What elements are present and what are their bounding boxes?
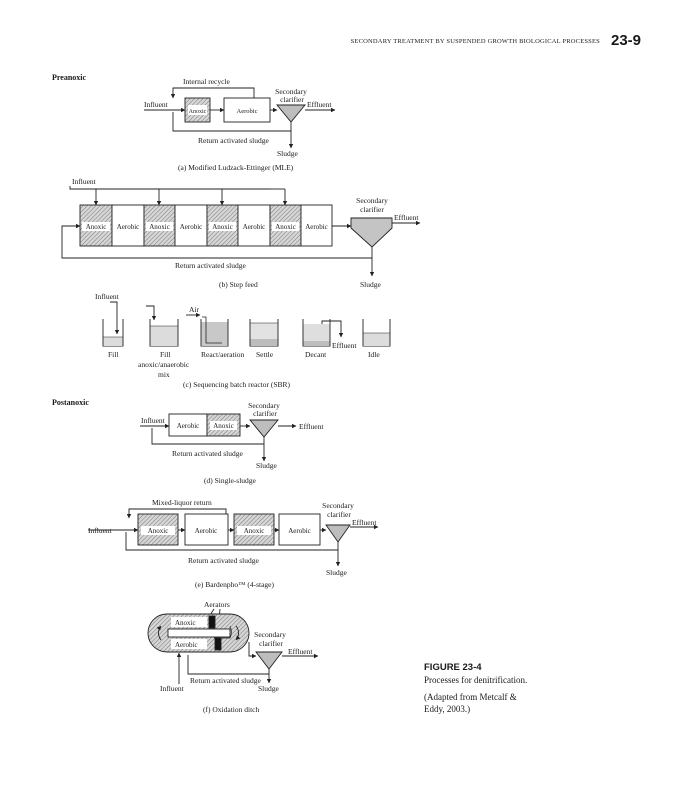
sbr-fill-mix-1: Fill (160, 350, 170, 359)
label-influent: Influent (72, 177, 97, 186)
sbr-decant: Decant (305, 350, 327, 359)
section-preanoxic: Preanoxic (52, 73, 87, 82)
caption-d: (d) Single-sludge (204, 476, 257, 485)
label-effluent: Effluent (307, 100, 332, 109)
label-aerobic-1: Aerobic (117, 223, 140, 231)
label-anoxic: Anoxic (189, 109, 207, 115)
label-aerobic-2: Aerobic (288, 527, 311, 535)
running-header: SECONDARY TREATMENT BY SUSPENDED GROWTH … (350, 38, 600, 45)
figure-source-2: Eddy, 2003.) (424, 704, 471, 714)
label-aerobic-3: Aerobic (243, 223, 266, 231)
figure-source-1: (Adapted from Metcalf & (424, 692, 517, 702)
label-effluent: Effluent (299, 422, 324, 431)
label-effluent: Effluent (394, 213, 419, 222)
label-internal-recycle: Internal recycle (183, 77, 231, 86)
diagram-single-sludge: Influent Aerobic Anoxic Secondary clarif… (140, 401, 324, 485)
label-aerobic-1: Aerobic (195, 527, 218, 535)
label-sludge: Sludge (360, 280, 382, 289)
label-clarifier: clarifier (360, 205, 384, 214)
label-return-sludge: Return activated sludge (188, 556, 259, 565)
label-anoxic-2: Anoxic (149, 223, 170, 231)
label-secondary: Secondary (322, 501, 354, 510)
label-secondary: Secondary (356, 196, 388, 205)
diagram-mle: Internal recycle Influent Anoxic Aerobic… (144, 77, 336, 172)
label-aerators: Aerators (204, 600, 230, 609)
label-anoxic-2: Anoxic (244, 527, 265, 535)
label-anoxic: Anoxic (213, 422, 234, 430)
section-postanoxic: Postanoxic (52, 398, 89, 407)
sbr-fill-mix-2: anoxic/anaerobic (138, 360, 190, 369)
label-anoxic-3: Anoxic (212, 223, 233, 231)
label-clarifier: clarifier (253, 409, 277, 418)
label-effluent: Effluent (332, 341, 357, 350)
label-secondary: Secondary (254, 630, 286, 639)
label-return-sludge: Return activated sludge (198, 136, 269, 145)
label-air: Air (189, 305, 200, 314)
sbr-fill: Fill (108, 350, 118, 359)
label-influent: Influent (144, 100, 169, 109)
label-secondary: Secondary (248, 401, 280, 410)
diagram-bardenpho: Mixed-liquor return Influent Anoxic Aero… (88, 498, 379, 589)
label-anoxic: Anoxic (175, 619, 196, 627)
label-anoxic-4: Anoxic (275, 223, 296, 231)
label-aerobic: Aerobic (237, 108, 258, 115)
label-influent: Influent (88, 526, 113, 535)
diagram-sbr: Influent Fill Fill anoxic/anaerobic mix … (95, 292, 391, 389)
caption-a: (a) Modified Ludzack-Ettinger (MLE) (178, 163, 294, 172)
label-anoxic-1: Anoxic (148, 527, 169, 535)
diagram-step-feed: Influent Anoxic Aerobic Anoxic Aerobic A… (61, 177, 421, 289)
label-influent: Influent (141, 416, 166, 425)
figure-caption: FIGURE 23-4 Processes for denitrificatio… (424, 662, 527, 715)
label-secondary: Secondary (275, 87, 307, 96)
label-sludge: Sludge (258, 684, 280, 693)
label-aerobic-4: Aerobic (305, 223, 328, 231)
figure-number: FIGURE 23-4 (424, 662, 482, 673)
label-return-sludge: Return activated sludge (190, 676, 261, 685)
label-return-sludge: Return activated sludge (175, 261, 246, 270)
label-anoxic-1: Anoxic (86, 223, 107, 231)
label-sludge: Sludge (256, 461, 278, 470)
caption-c: (c) Sequencing batch reactor (SBR) (183, 380, 291, 389)
figure-title: Processes for denitrification. (424, 675, 528, 685)
label-sludge: Sludge (326, 568, 348, 577)
label-clarifier: clarifier (259, 639, 283, 648)
caption-e: (e) Bardenpho™ (4-stage) (195, 580, 274, 589)
label-influent: Influent (95, 292, 120, 301)
label-clarifier: clarifier (327, 510, 351, 519)
label-return-sludge: Return activated sludge (172, 449, 243, 458)
caption-b: (b) Step feed (219, 280, 258, 289)
sbr-fill-mix-3: mix (158, 370, 170, 379)
sbr-idle: Idle (368, 350, 380, 359)
label-aerobic-2: Aerobic (180, 223, 203, 231)
label-mixed-liquor-return: Mixed-liquor return (152, 498, 212, 507)
sbr-react: React/aeration (201, 350, 245, 359)
label-effluent: Effluent (288, 647, 313, 656)
label-effluent: Effluent (352, 518, 377, 527)
caption-f: (f) Oxidation ditch (203, 705, 259, 714)
page-number: 23-9 (611, 32, 642, 49)
label-aerobic: Aerobic (177, 422, 200, 430)
diagram-oxidation-ditch: Aerators Anoxic Aerobic Influent Seconda… (147, 600, 319, 714)
label-aerobic: Aerobic (175, 641, 198, 649)
label-influent: Influent (160, 684, 185, 693)
sbr-settle: Settle (256, 350, 274, 359)
label-clarifier: clarifier (280, 95, 304, 104)
label-sludge: Sludge (277, 149, 299, 158)
